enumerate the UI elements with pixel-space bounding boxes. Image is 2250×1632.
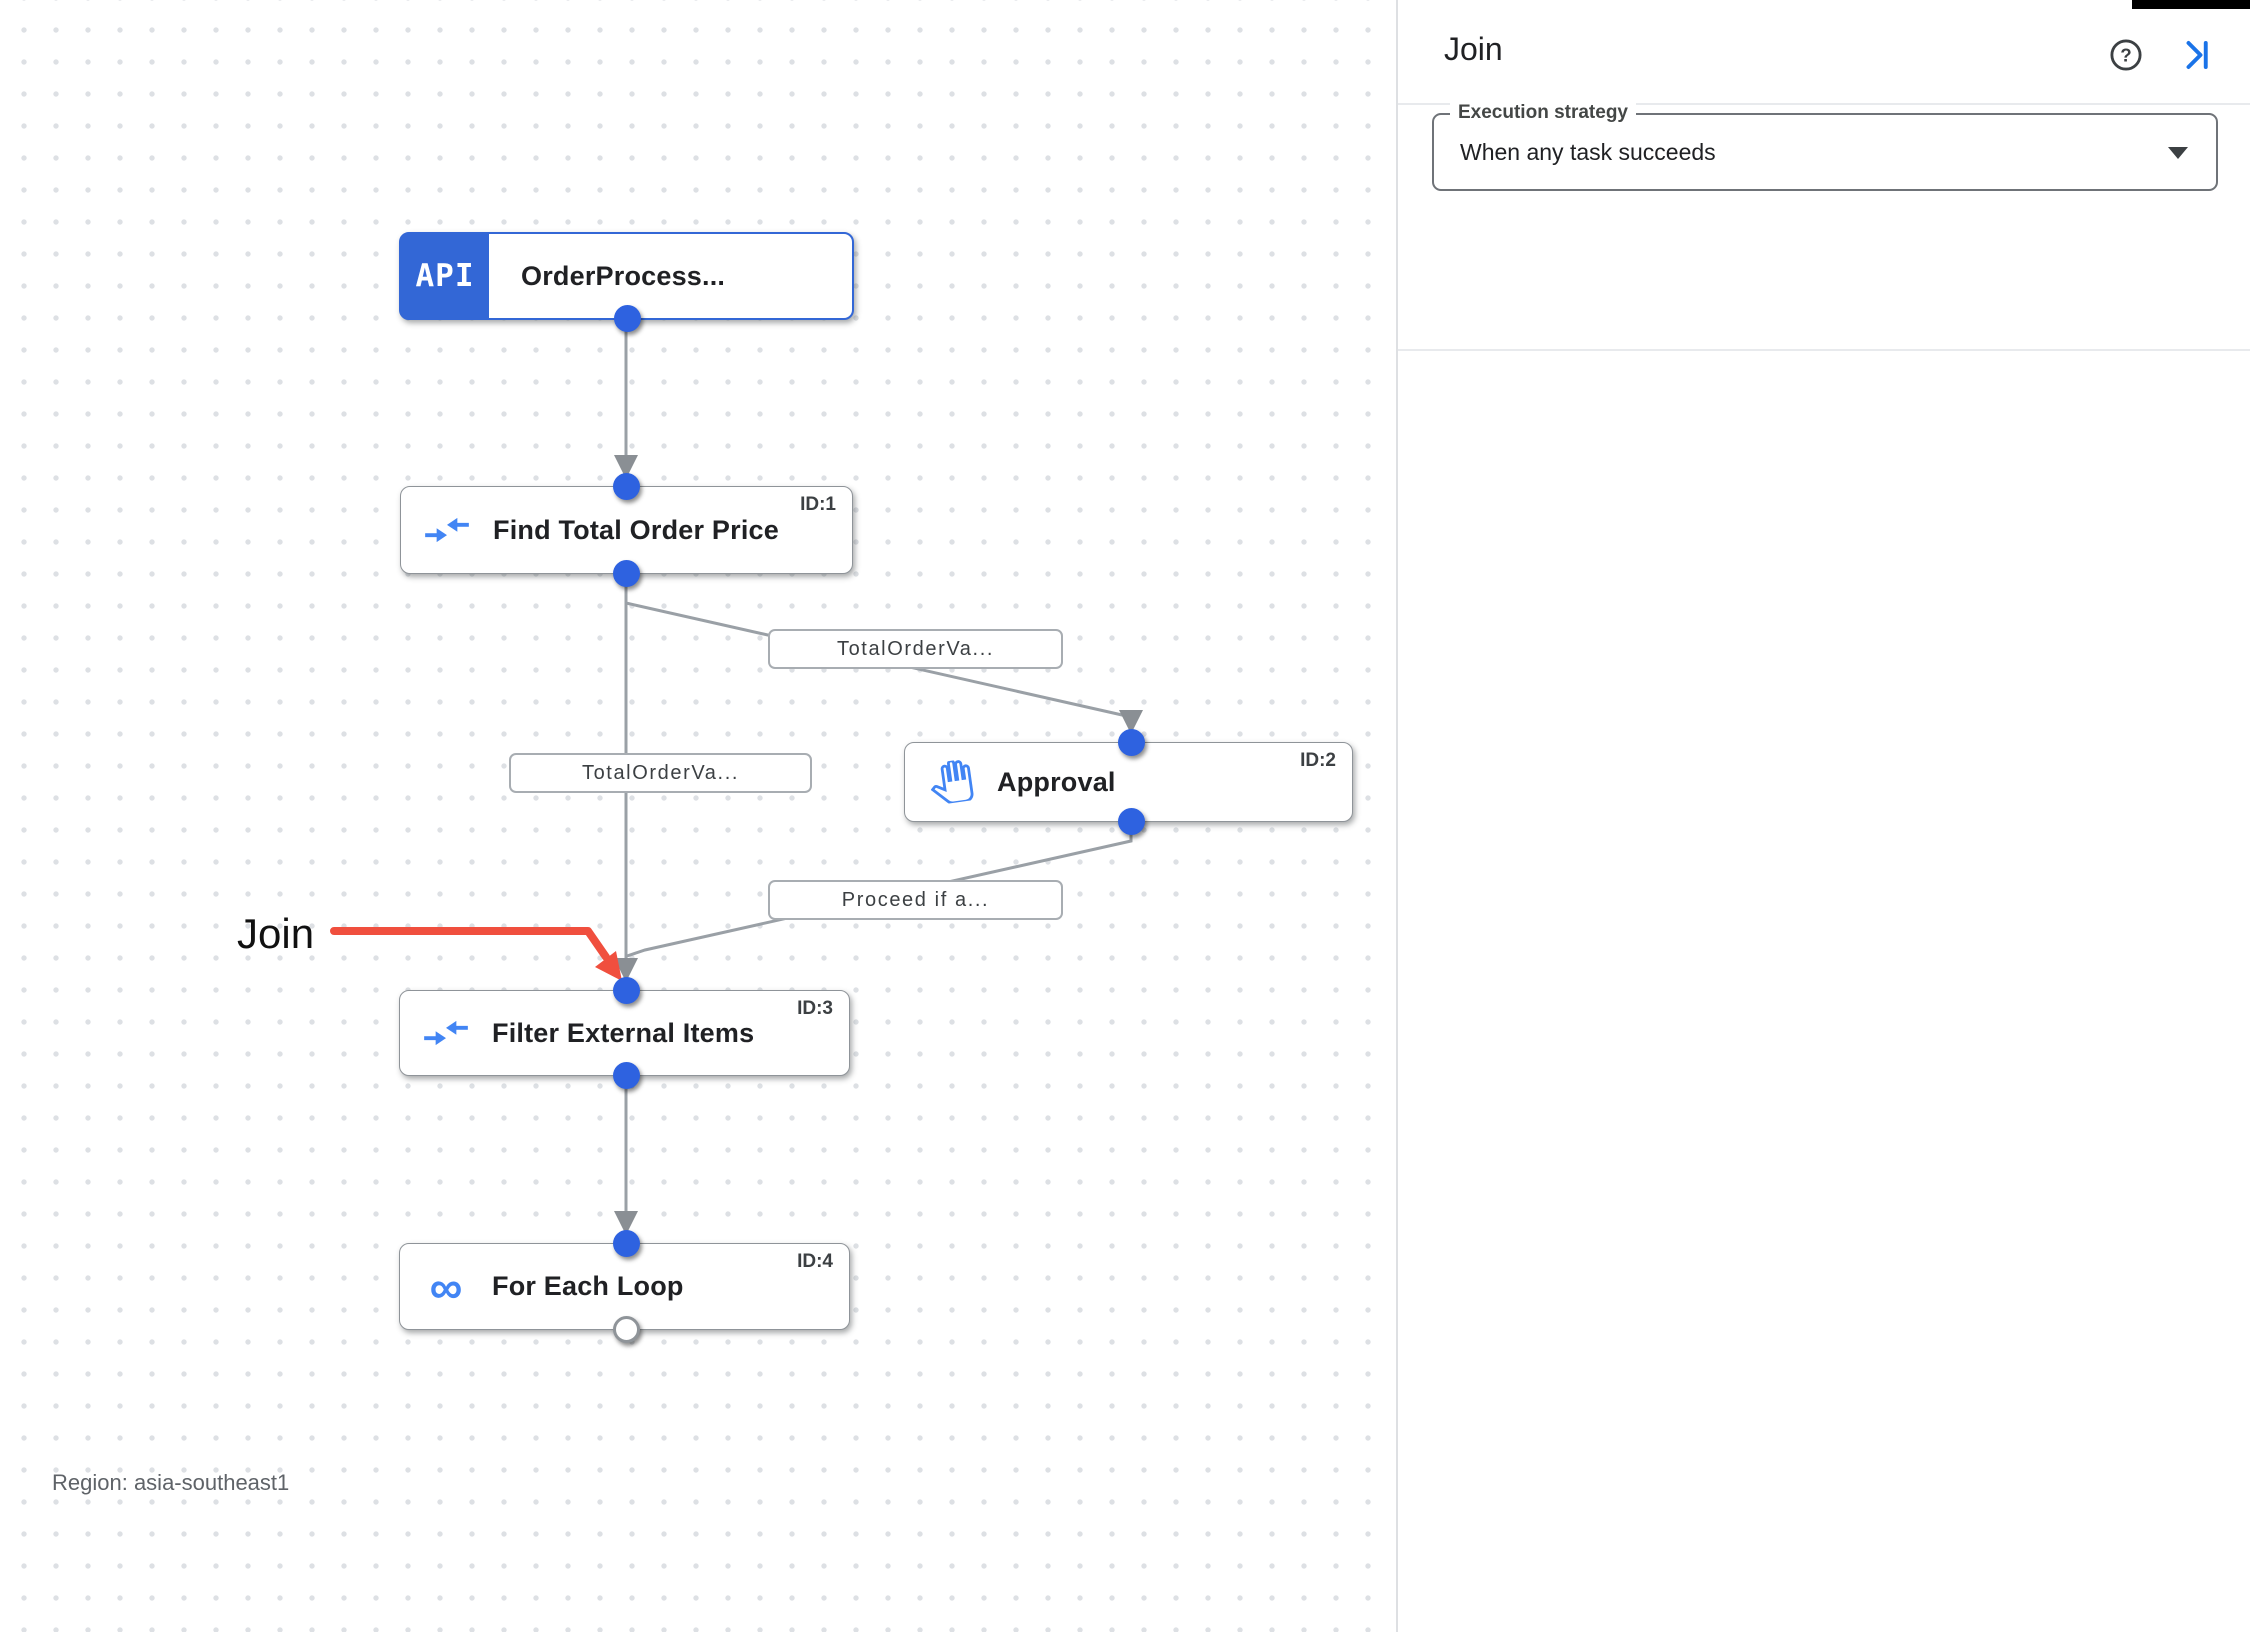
api-trigger-icon: API bbox=[401, 234, 489, 318]
edge-label-text: Proceed if a... bbox=[841, 888, 990, 911]
workflow-canvas[interactable]: API OrderProcess... Find Total Order Pri… bbox=[0, 0, 1398, 1632]
region-label: Region: asia-southeast1 bbox=[52, 1470, 290, 1495]
dropdown-arrow-icon bbox=[2168, 147, 2188, 159]
node-for-each-loop[interactable]: ∞ For Each Loop ID:4 bbox=[399, 1230, 850, 1343]
node-label: OrderProcess... bbox=[521, 260, 726, 291]
data-mapping-icon bbox=[400, 1019, 492, 1047]
node-find-total-order-price[interactable]: Find Total Order Price ID:1 bbox=[400, 473, 853, 587]
node-id-label: ID:4 bbox=[797, 1251, 833, 1272]
execution-strategy-label: Execution strategy bbox=[1450, 102, 1636, 124]
input-port[interactable] bbox=[613, 473, 640, 500]
execution-strategy-select[interactable]: Execution strategy When any task succeed… bbox=[1432, 102, 2218, 191]
edge-label-proceed-if[interactable]: Proceed if a... bbox=[768, 880, 1063, 920]
output-port[interactable] bbox=[1118, 808, 1145, 835]
top-black-bar bbox=[2132, 0, 2250, 9]
join-annotation-label: Join bbox=[237, 910, 315, 957]
output-port[interactable] bbox=[613, 560, 640, 587]
panel-header: Join ? bbox=[1398, 0, 2250, 105]
input-port[interactable] bbox=[613, 1230, 640, 1257]
node-label: For Each Loop bbox=[492, 1271, 684, 1301]
node-label: Approval bbox=[997, 766, 1116, 797]
section-divider bbox=[1398, 349, 2250, 351]
node-order-process-trigger[interactable]: API OrderProcess... bbox=[399, 232, 854, 332]
node-label: Filter External Items bbox=[492, 1017, 755, 1048]
node-id-label: ID:2 bbox=[1300, 750, 1336, 771]
edge-label-totalorderva-left[interactable]: TotalOrderVa... bbox=[509, 753, 812, 793]
output-port-open[interactable] bbox=[613, 1316, 640, 1343]
input-port-join[interactable] bbox=[613, 977, 640, 1004]
node-approval[interactable]: Approval ID:2 bbox=[904, 729, 1353, 835]
approval-hand-icon bbox=[905, 759, 997, 805]
edge-label-text: TotalOrderVa... bbox=[581, 761, 740, 784]
join-annotation-arrow bbox=[330, 927, 622, 981]
output-port[interactable] bbox=[614, 305, 641, 332]
node-filter-external-items[interactable]: Filter External Items ID:3 bbox=[399, 977, 850, 1089]
svg-text:?: ? bbox=[2120, 45, 2131, 66]
node-id-label: ID:1 bbox=[800, 494, 836, 515]
panel-title: Join bbox=[1444, 31, 1503, 67]
input-port[interactable] bbox=[1118, 729, 1145, 756]
node-label: Find Total Order Price bbox=[493, 514, 779, 545]
loop-icon: ∞ bbox=[429, 1260, 463, 1313]
execution-strategy-value: When any task succeeds bbox=[1460, 138, 1716, 165]
data-mapping-icon bbox=[401, 516, 493, 544]
node-id-label: ID:3 bbox=[797, 998, 833, 1019]
task-config-panel: Join ? Task Execution Strategy bbox=[1396, 0, 2250, 1632]
edge-label-text: TotalOrderVa... bbox=[836, 637, 995, 660]
collapse-panel-icon[interactable] bbox=[2178, 37, 2214, 78]
output-port[interactable] bbox=[613, 1062, 640, 1089]
edge-label-totalorderva-right[interactable]: TotalOrderVa... bbox=[768, 629, 1063, 669]
help-icon[interactable]: ? bbox=[2108, 37, 2144, 78]
